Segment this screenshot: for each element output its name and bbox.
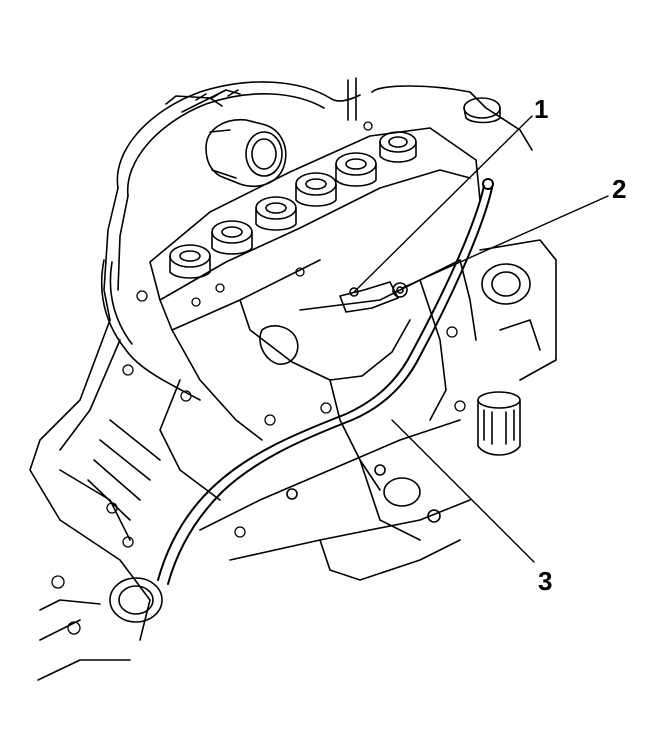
oil-filter <box>478 392 520 455</box>
crankcase-vent-tube <box>158 179 493 584</box>
wiring-harness <box>102 260 200 400</box>
bolt <box>393 283 407 297</box>
intake-manifold <box>104 82 360 320</box>
valve-cover <box>150 128 480 330</box>
leader-2 <box>402 196 608 288</box>
throttle-body <box>206 120 286 187</box>
oil-fill-cap <box>348 78 532 150</box>
leader-1 <box>354 116 532 292</box>
alternator <box>480 240 556 380</box>
ignition-coils <box>170 132 416 278</box>
bracket-fastener <box>340 282 398 312</box>
engine-block <box>172 260 476 490</box>
callout-label-3: 3 <box>538 566 553 596</box>
callout-label-2: 2 <box>612 174 627 204</box>
oil-pan <box>200 420 470 580</box>
output-flange <box>110 578 162 622</box>
leader-3 <box>392 420 534 562</box>
callout-label-1: 1 <box>534 94 549 124</box>
bolt-heads <box>52 122 465 634</box>
callout-leaders <box>354 116 608 562</box>
transmission <box>30 320 220 680</box>
